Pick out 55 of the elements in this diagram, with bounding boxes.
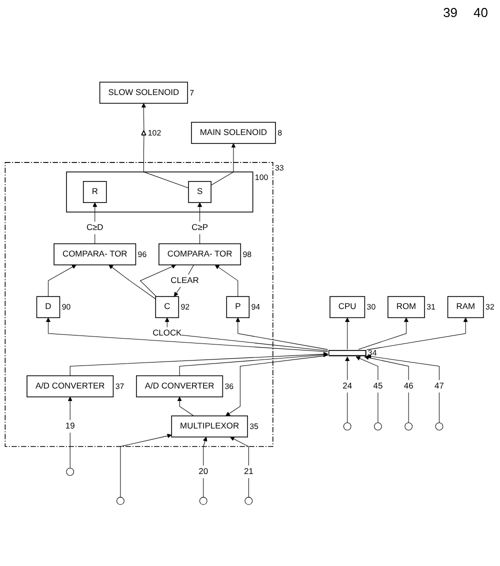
reference-numeral: 40 <box>474 4 488 20</box>
edge-label: C≥P <box>192 223 208 232</box>
arrow <box>230 436 249 498</box>
arrow <box>141 103 146 132</box>
arrow <box>140 264 176 297</box>
arrow <box>345 318 350 350</box>
node-box: SLOW SOLENOID <box>99 82 188 104</box>
node-box: ROM <box>388 296 425 318</box>
arrow <box>48 264 76 297</box>
arrow <box>164 318 328 352</box>
connector <box>143 135 189 188</box>
node-box: COMPARA- TOR <box>54 243 136 266</box>
edge-label: 21 <box>244 467 254 476</box>
arrow <box>92 202 98 244</box>
arrow <box>68 396 72 469</box>
node-box: C <box>155 296 180 318</box>
node-box: A/D CONVERTER <box>26 375 114 398</box>
arrow <box>179 352 328 376</box>
cluster <box>66 172 254 213</box>
arrow <box>358 318 409 350</box>
arrow <box>120 434 172 498</box>
arrow <box>236 318 328 350</box>
arrow <box>46 318 328 352</box>
node-box: RAM <box>447 296 484 318</box>
node-box: MULTIPLEXOR <box>171 416 248 438</box>
arrow <box>108 264 156 300</box>
edge-label: CLOCK <box>152 328 182 338</box>
arrow <box>70 352 328 376</box>
arrow <box>356 356 378 424</box>
node-box: P <box>226 296 250 318</box>
arrow <box>364 355 409 424</box>
reference-numeral: 39 <box>443 4 458 20</box>
edge-label: 46 <box>404 382 414 391</box>
arrow <box>177 396 194 416</box>
node-box: COMPARA- TOR <box>158 243 242 266</box>
edge-label: 47 <box>434 382 444 391</box>
arrow <box>210 143 236 186</box>
edge-label: CLEAR <box>170 276 199 286</box>
edge-label: 24 <box>342 382 352 391</box>
edge-label: 20 <box>198 467 208 476</box>
node-box: A/D CONVERTER <box>136 375 224 398</box>
node-box: S <box>188 181 212 204</box>
arrow <box>214 264 238 297</box>
node-box: R <box>82 181 107 204</box>
edge-label: 45 <box>373 382 383 391</box>
arrow <box>225 355 328 416</box>
edge-label: 19 <box>65 422 75 431</box>
arrow <box>345 356 350 424</box>
node-box: CPU <box>330 296 366 318</box>
arrow <box>366 354 440 424</box>
node-box: MAIN SOLENOID <box>191 122 276 144</box>
arrow <box>366 318 468 350</box>
edge-label: C≥D <box>86 223 104 232</box>
arrow <box>202 436 208 498</box>
node-box: D <box>36 296 60 318</box>
